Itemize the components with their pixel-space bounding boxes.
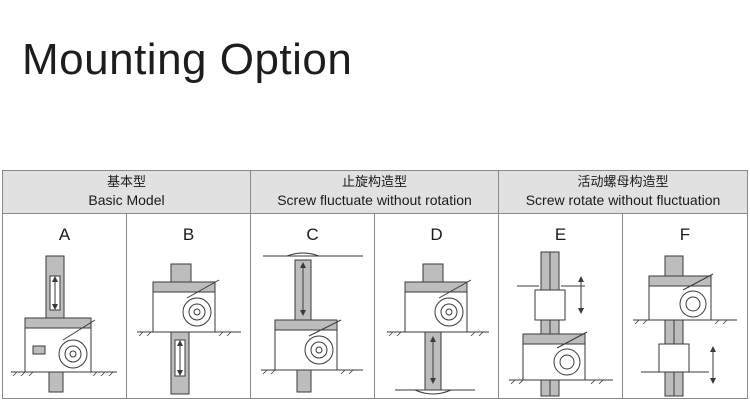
option-f-diagram bbox=[633, 255, 737, 397]
mounting-option-table: 基本型 Basic Model 止旋构造型 Screw fluctuate wi… bbox=[2, 170, 748, 399]
group-basic-model: 基本型 Basic Model bbox=[3, 171, 251, 213]
group-label-cn: 活动螺母构造型 bbox=[577, 175, 669, 190]
option-letter: D bbox=[430, 225, 443, 244]
option-f-cell: F bbox=[623, 214, 747, 399]
page-title: Mounting Option bbox=[22, 35, 353, 84]
table-header-row: 基本型 Basic Model 止旋构造型 Screw fluctuate wi… bbox=[3, 171, 747, 214]
option-d-cell: D bbox=[375, 214, 499, 399]
option-e-cell: E bbox=[499, 214, 623, 399]
option-letter: A bbox=[58, 225, 71, 244]
option-letter: C bbox=[306, 225, 319, 244]
option-b-cell: B bbox=[127, 214, 251, 399]
option-a-cell: A bbox=[3, 214, 127, 399]
group-label-en: Screw fluctuate without rotation bbox=[277, 192, 472, 208]
group-label-cn: 基本型 bbox=[106, 175, 146, 190]
option-c-cell: C bbox=[251, 214, 375, 399]
option-d-diagram bbox=[387, 263, 489, 395]
group-label-en: Screw rotate without fluctuation bbox=[525, 192, 721, 208]
option-b-diagram bbox=[137, 263, 241, 395]
group-screw-rotate: 活动螺母构造型 Screw rotate without fluctuation bbox=[499, 171, 747, 213]
group-label-en: Basic Model bbox=[88, 192, 165, 208]
option-c-diagram bbox=[261, 252, 363, 393]
group-label-cn: 止旋构造型 bbox=[341, 175, 407, 190]
option-letter: E bbox=[554, 225, 567, 244]
option-a-diagram bbox=[11, 255, 117, 393]
group-screw-fluctuate: 止旋构造型 Screw fluctuate without rotation bbox=[251, 171, 499, 213]
option-e-diagram bbox=[509, 251, 613, 397]
option-letter: F bbox=[679, 225, 691, 244]
option-letter: B bbox=[182, 225, 195, 244]
